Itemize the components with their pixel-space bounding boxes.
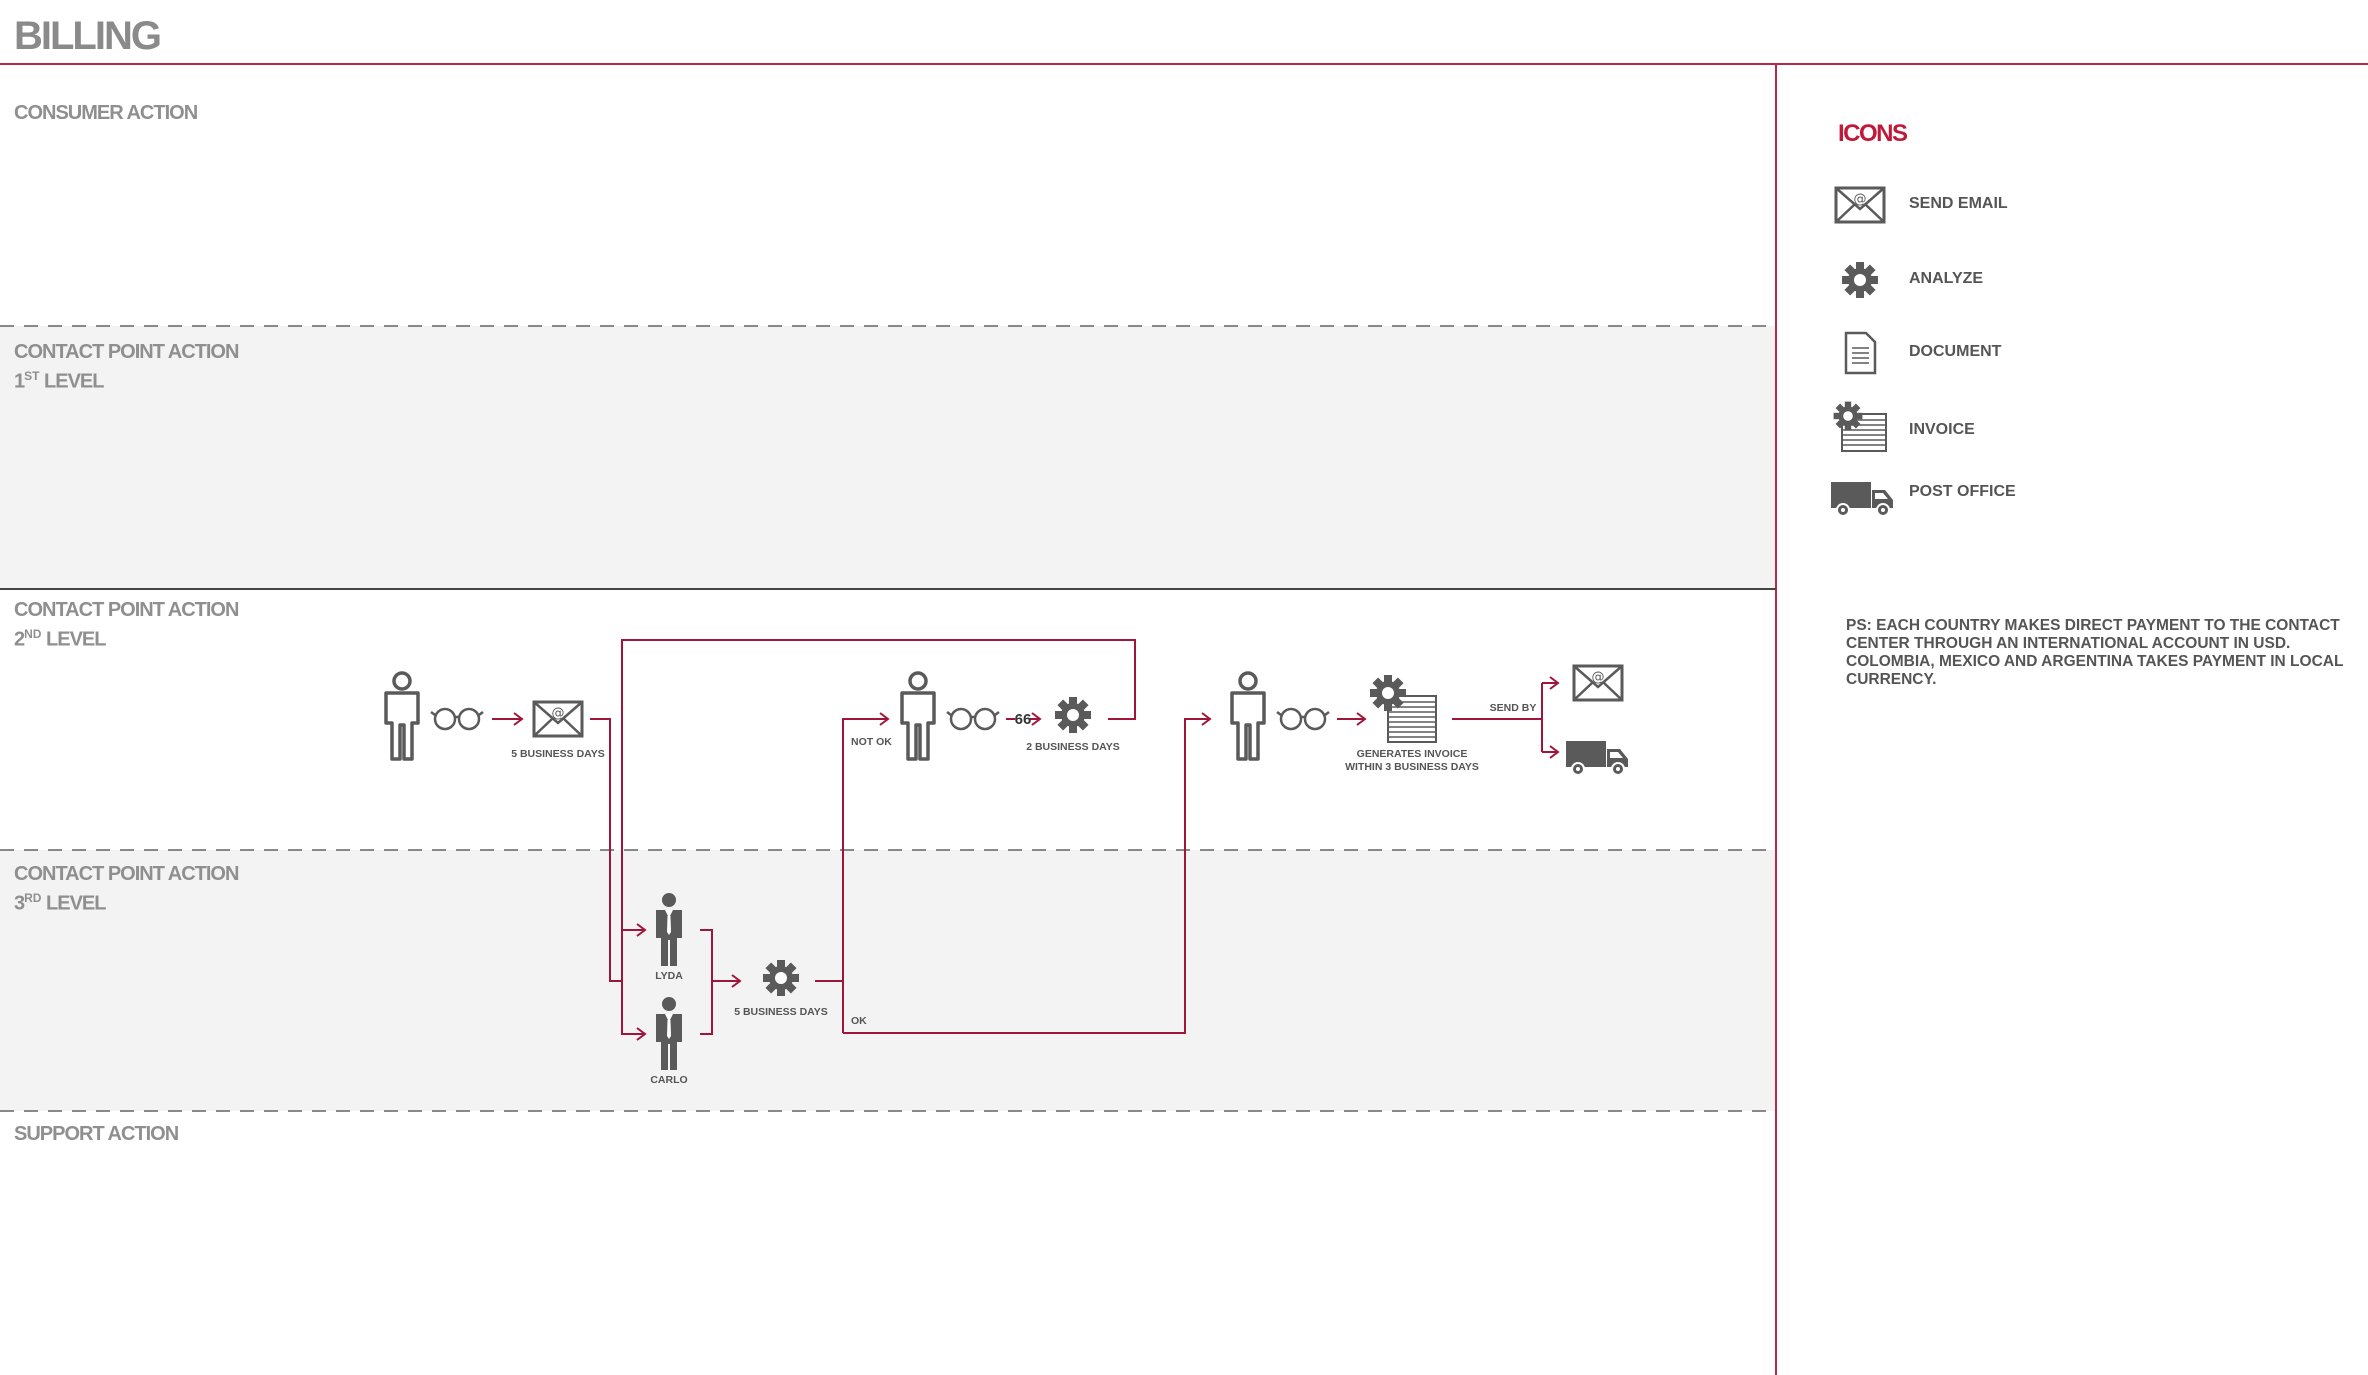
lane-shade-1st-level [0,326,1776,588]
lane-label-line2: LEVEL [41,892,106,915]
legend-label-invoice: INVOICE [1909,421,1975,438]
lane-label-consumer: CONSUMER ACTION [14,101,198,125]
page-title: BILLING [14,14,162,58]
analyze-2nd-gear-icon [1055,697,1091,733]
lane-shade-3rd-level [0,850,1776,1111]
post-office-truck-icon [1565,740,1629,776]
invoice-gear-small-icon [1833,401,1863,431]
carlo-label: CARLO [650,1074,687,1086]
lane-label-sup: ST [24,369,40,383]
glasses-icon [429,707,485,731]
lane-label-1st-level: CONTACT POINT ACTION 1ST LEVEL [14,340,239,394]
flow-lines [492,639,1560,1041]
invoice-label-line1: GENERATES INVOICE [1357,748,1468,760]
quote-mark-label: 66 [1015,711,1032,728]
envelope-icon [1834,186,1886,224]
lyda-label: LYDA [655,970,683,982]
lane-label-support: SUPPORT ACTION [14,1122,179,1146]
ok-label: OK [851,1015,867,1027]
lyda-businessman-icon [656,893,682,966]
invoice-label-line2: WITHIN 3 BUSINESS DAYS [1345,761,1479,773]
glasses-icon [945,707,1001,731]
legend-label-post-office: POST OFFICE [1909,483,2016,500]
invoice-gear-icon [1370,675,1406,711]
send-by-label: SEND BY [1490,702,1537,714]
legend-label-document: DOCUMENT [1909,343,2002,360]
lane-label-number: 3 [14,892,25,915]
lane-label-line1: CONTACT POINT ACTION [14,863,239,885]
analyze-2nd-days-label: 2 BUSINESS DAYS [1026,741,1120,753]
lane-label-number: 2 [14,628,25,651]
lane-label-line1: SUPPORT ACTION [14,1123,179,1145]
lane-label-line2: LEVEL [39,370,104,393]
send-email-envelope-icon [532,700,584,738]
email-days-label: 5 BUSINESS DAYS [511,748,605,760]
lane-label-line1: CONSUMER ACTION [14,102,198,124]
glasses-icon [1275,707,1331,731]
lane-label-line1: CONTACT POINT ACTION [14,599,239,621]
lane-label-sup: RD [24,891,42,905]
not-ok-label: NOT OK [851,736,892,748]
lane-label-line2: LEVEL [41,628,106,651]
payment-note: PS: EACH COUNTRY MAKES DIRECT PAYMENT TO… [1846,617,2344,688]
legend-label-analyze: ANALYZE [1909,270,1984,287]
send-email-envelope-icon [1572,664,1624,702]
carlo-businessman-icon [656,997,682,1070]
analyze-3rd-days-label: 5 BUSINESS DAYS [734,1006,828,1018]
truck-icon [1830,481,1894,517]
analyze-3rd-gear-icon [763,960,799,996]
gear-icon [1842,262,1878,298]
legend-label-send-email: SEND EMAIL [1909,195,2008,212]
lane-label-3rd-level: CONTACT POINT ACTION 3RD LEVEL [14,862,239,916]
lane-label-line1: CONTACT POINT ACTION [14,341,239,363]
legend-title: ICONS [1838,120,1908,147]
customer-person-icon [384,671,420,761]
document-icon [1844,331,1877,375]
agent-person-icon [900,671,936,761]
lane-label-number: 1 [14,370,25,393]
billing-person-icon [1230,671,1266,761]
lane-label-sup: ND [24,627,42,641]
lane-label-2nd-level: CONTACT POINT ACTION 2ND LEVEL [14,598,239,652]
